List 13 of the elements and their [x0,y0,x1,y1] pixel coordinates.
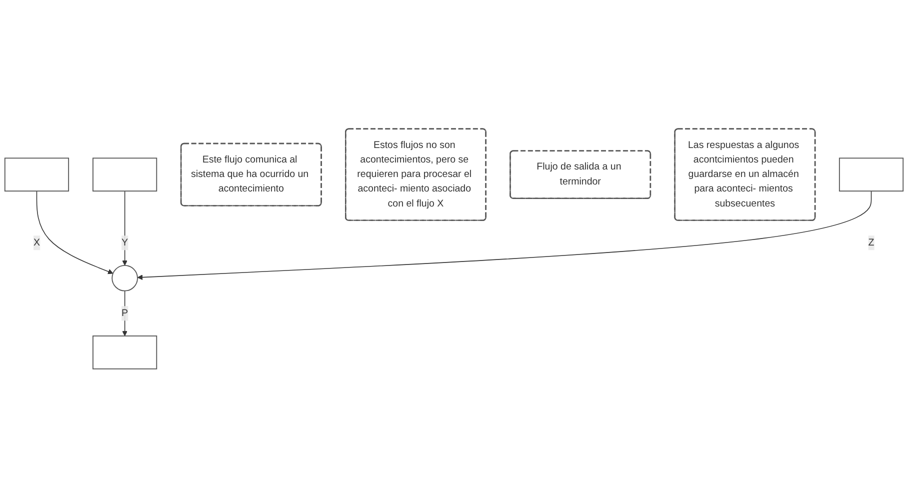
edge-label: Y [122,238,128,248]
node-circle [112,265,138,292]
arrow [122,190,128,266]
arrow [36,190,114,274]
node-box [4,158,70,192]
arrow [137,190,872,280]
arrow [122,290,128,336]
node-box [92,158,158,192]
edge-label: Z [868,238,874,248]
edge-label: X [33,238,40,248]
node-box [838,158,904,192]
node-box [92,336,158,370]
edge-label: P [122,308,128,318]
